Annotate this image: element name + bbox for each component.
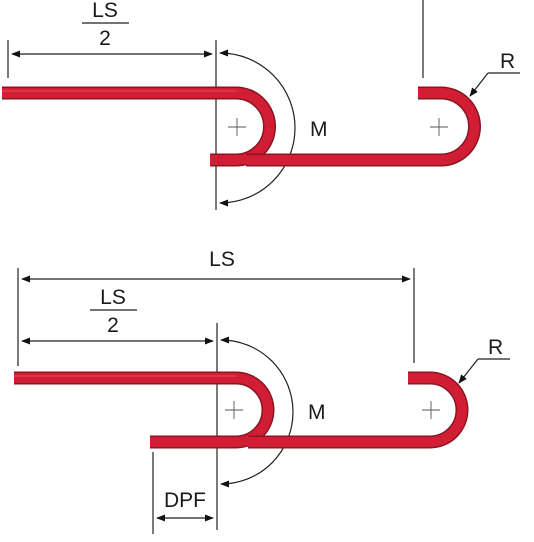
bottom-left-bar: [14, 371, 275, 449]
bottom-right-bar: [248, 371, 469, 449]
bottom-hook-arc: [220, 336, 294, 488]
bottom-span-label: LS: [209, 248, 235, 271]
top-right-center-mark: [430, 118, 448, 136]
bottom-offset-label: DPF: [164, 489, 206, 512]
bottom-half-span-denominator: 2: [107, 314, 119, 337]
bottom-diagram: LS LS 2 M R: [14, 248, 510, 534]
top-right-bar: [246, 86, 481, 167]
top-diagram: LS 2 M R: [2, 0, 520, 210]
top-radius-label: R: [500, 50, 515, 73]
top-left-bar: [2, 86, 276, 167]
bottom-half-span-numerator: LS: [100, 286, 126, 309]
top-left-center-mark: [228, 118, 246, 136]
bottom-radius-leader: [458, 358, 479, 384]
top-hook-label: M: [310, 118, 328, 141]
top-hook-arc: [219, 49, 296, 207]
top-half-span-numerator: LS: [92, 0, 118, 22]
bottom-right-center-mark: [422, 401, 440, 419]
bottom-hook-label: M: [308, 401, 326, 424]
top-half-span-denominator: 2: [99, 27, 111, 50]
top-radius-leader: [469, 72, 489, 97]
bottom-radius-label: R: [488, 336, 503, 359]
bottom-left-center-mark: [225, 401, 243, 419]
